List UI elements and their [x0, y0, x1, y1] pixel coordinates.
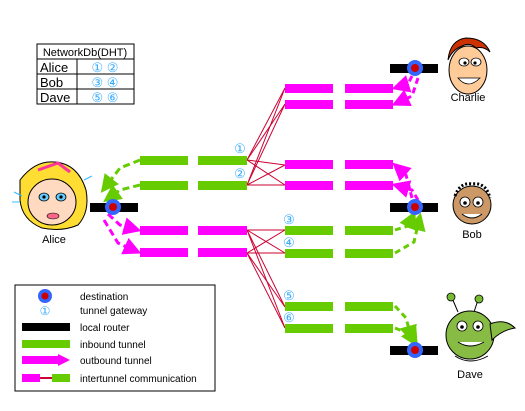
dave-endpoint	[390, 342, 438, 358]
netdb-row-name: Dave	[40, 90, 70, 105]
inbound-tunnel-segment	[345, 249, 393, 258]
inbound-tunnel-segment	[140, 156, 188, 165]
gateway-label: ②	[234, 166, 246, 181]
person-name-dave: Dave	[457, 369, 483, 381]
bob-inbound-tunnels	[285, 210, 426, 258]
intertunnel-link	[246, 159, 286, 186]
inbound-tunnel-segment	[345, 226, 393, 235]
netdb-row-ids: ⑤ ⑥	[92, 90, 119, 105]
outbound-tunnel-segment	[285, 181, 333, 190]
bob-face-icon	[452, 182, 492, 225]
router-icon	[22, 323, 70, 331]
legend-gateway-label: tunnel gateway	[80, 306, 147, 317]
intertunnel-link	[246, 87, 286, 186]
intertunnel-link	[246, 229, 286, 254]
charlie-face-icon	[447, 37, 491, 95]
outbound-swatch	[22, 356, 60, 364]
inbound-tunnel-hop	[394, 210, 416, 232]
netdb-row-ids: ① ②	[92, 60, 119, 75]
outbound-tunnel-hop	[391, 180, 420, 201]
legend-frame	[14, 284, 216, 392]
outbound-tunnel-hop	[392, 162, 414, 199]
inbound-tunnel-segment	[345, 302, 393, 311]
intertunnel-link	[246, 252, 286, 308]
inbound-tunnel-segment	[140, 181, 188, 190]
inbound-tunnel-hop	[394, 326, 418, 348]
outbound-tunnel-segment	[140, 248, 188, 257]
outbound-tunnel-hop	[106, 212, 142, 235]
legend-intertunnel-label: intertunnel communication	[80, 374, 197, 385]
gateway-label: ④	[283, 235, 295, 250]
legend: destination ① tunnel gateway local route…	[14, 284, 216, 392]
gateway-label: ⑥	[283, 310, 295, 325]
inbound-tunnel-segment	[285, 324, 333, 333]
outbound-tunnel-segment	[345, 100, 393, 109]
outbound-tunnel-segment	[345, 160, 393, 169]
legend-destination-label: destination	[80, 292, 128, 303]
inbound-swatch	[22, 340, 70, 348]
outbound-tunnel-segment	[285, 160, 333, 169]
bob-endpoint	[390, 199, 438, 215]
person-name-bob: Bob	[462, 229, 482, 241]
person-name-charlie: Charlie	[451, 92, 486, 104]
outbound-tunnel-segment	[140, 226, 188, 235]
inbound-tunnel-segment	[285, 226, 333, 235]
inbound-tunnel-segment	[285, 302, 333, 311]
outbound-tunnel-segment	[198, 248, 247, 257]
legend-router-label: local router	[80, 323, 130, 334]
outbound-tunnel-segment	[345, 84, 393, 93]
intertunnel-links	[246, 87, 286, 329]
charlie-endpoint	[390, 60, 438, 76]
gateway-label: ③	[283, 212, 295, 227]
alice-outbound-tunnels	[102, 212, 247, 257]
intertunnel-link	[246, 164, 286, 186]
legend-inbound-label: inbound tunnel	[80, 340, 146, 351]
bob-outbound-tunnels	[285, 160, 420, 201]
person-name-alice: Alice	[42, 234, 66, 246]
inbound-tunnel-segment	[345, 324, 393, 333]
netdb-row-name: Bob	[40, 75, 63, 90]
inbound-tunnel-segment	[285, 249, 333, 258]
gateway-labels: ① ② ③ ④ ⑤ ⑥	[234, 141, 295, 325]
inbound-tunnel-segment	[198, 181, 247, 190]
intertunnel-link	[246, 252, 286, 329]
gateway-symbol: ①	[40, 304, 51, 318]
intertunnel-link	[246, 103, 286, 186]
intertunnel-link	[246, 159, 286, 166]
inbound-tunnel-hop	[394, 212, 426, 255]
outbound-tunnel-hop	[391, 75, 414, 93]
inbound-tunnel-hop	[103, 183, 141, 203]
charlie-outbound-tunnels	[285, 75, 420, 109]
intertunnel-link	[246, 87, 286, 161]
intertunnel-link	[246, 103, 286, 161]
gateway-label: ①	[234, 141, 246, 156]
outbound-tunnel-segment	[285, 84, 333, 93]
outbound-tunnel-hop	[102, 219, 142, 255]
netdb-row-ids: ③ ④	[92, 75, 119, 90]
dave-alien-icon	[445, 292, 517, 362]
outbound-tunnel-hop	[391, 77, 420, 107]
legend-outbound-label: outbound tunnel	[80, 356, 152, 367]
outbound-tunnel-segment	[345, 181, 393, 190]
intertunnel-link	[246, 229, 286, 308]
alice-face-icon	[12, 161, 93, 230]
inbound-tunnel-segment	[198, 156, 247, 165]
intertunnel-swatch	[22, 374, 40, 382]
outbound-tunnel-segment	[285, 100, 333, 109]
networkdb-title: NetworkDb(DHT)	[43, 47, 127, 59]
netdb-row-name: Alice	[40, 60, 68, 75]
alice-endpoint	[90, 199, 138, 215]
gateway-label: ⑤	[283, 288, 295, 303]
outbound-tunnel-segment	[198, 226, 247, 235]
networkdb-table: NetworkDb(DHT) Alice ① ② Bob ③ ④ Dave ⑤ …	[36, 43, 135, 105]
alice-inbound-tunnels	[100, 156, 247, 203]
intertunnel-link	[246, 229, 286, 329]
dave-inbound-tunnels	[285, 302, 418, 348]
